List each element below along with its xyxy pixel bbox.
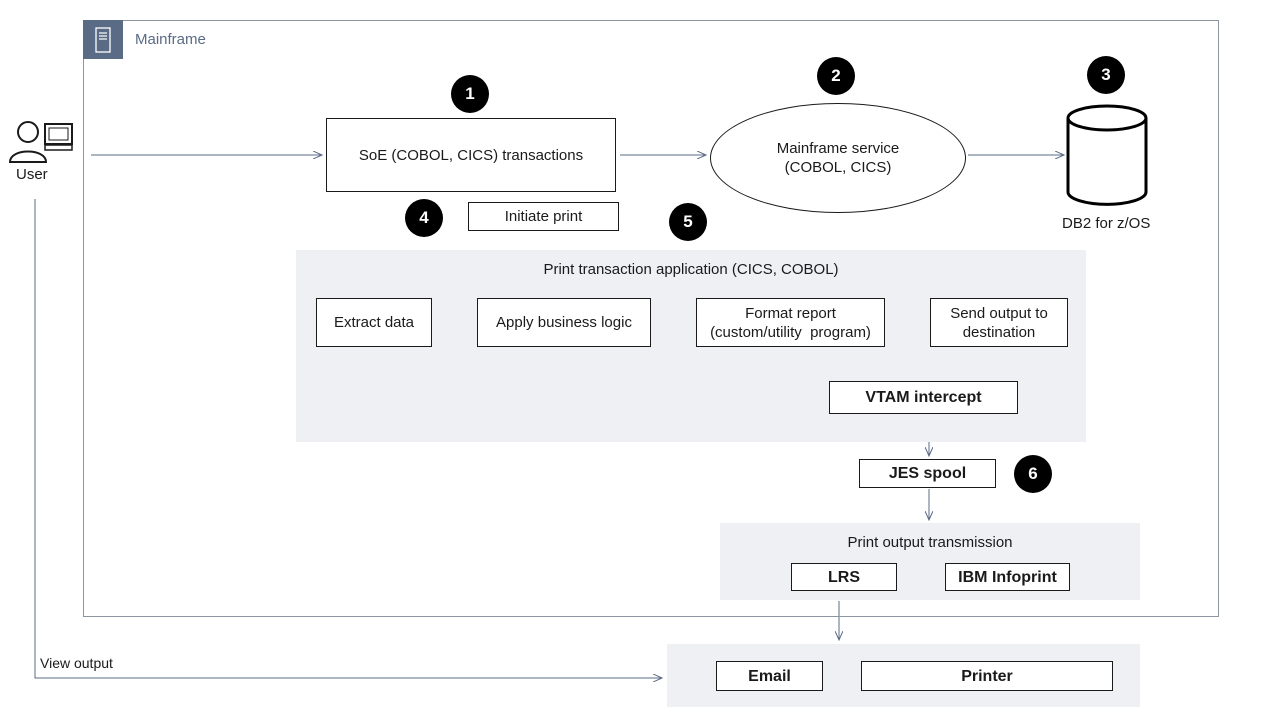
format-report-box: Format report (custom/utility program) bbox=[696, 298, 885, 347]
step-badge-5: 5 bbox=[669, 203, 707, 241]
step-badge-6: 6 bbox=[1014, 455, 1052, 493]
step-badge-2: 2 bbox=[817, 57, 855, 95]
db2-label: DB2 for z/OS bbox=[1062, 215, 1151, 232]
format-report-line1: Format report bbox=[745, 304, 836, 322]
mainframe-frame bbox=[83, 20, 1219, 617]
transmission-panel: Print output transmission bbox=[720, 523, 1140, 600]
user-label: User bbox=[16, 166, 48, 183]
step-badge-3: 3 bbox=[1087, 56, 1125, 94]
view-output-label: View output bbox=[40, 655, 113, 671]
lrs-box: LRS bbox=[791, 563, 897, 591]
database-icon bbox=[1066, 104, 1148, 206]
business-logic-box: Apply business logic bbox=[477, 298, 651, 347]
vtam-intercept-box: VTAM intercept bbox=[829, 381, 1018, 414]
ibm-infoprint-box: IBM Infoprint bbox=[945, 563, 1070, 591]
mainframe-label: Mainframe bbox=[135, 31, 206, 48]
transmission-title: Print output transmission bbox=[847, 534, 1013, 551]
email-box: Email bbox=[716, 661, 823, 691]
mainframe-service-line1: Mainframe service bbox=[776, 140, 900, 157]
step-badge-1: 1 bbox=[451, 75, 489, 113]
send-output-line2: destination bbox=[962, 323, 1036, 341]
mainframe-service-ellipse: Mainframe service (COBOL, CICS) bbox=[710, 103, 966, 213]
print-app-title: Print transaction application (CICS, COB… bbox=[543, 261, 839, 278]
step-badge-4: 4 bbox=[405, 199, 443, 237]
printer-box: Printer bbox=[861, 661, 1113, 691]
mainframe-service-line2: (COBOL, CICS) bbox=[784, 159, 892, 176]
mainframe-badge bbox=[83, 20, 123, 59]
format-report-line2: (custom/utility program) bbox=[710, 323, 871, 341]
send-output-line1: Send output to bbox=[950, 304, 1048, 322]
arrow-view-output bbox=[34, 199, 662, 678]
jes-spool-box: JES spool bbox=[859, 459, 996, 488]
initiate-print-box: Initiate print bbox=[468, 202, 619, 231]
extract-data-box: Extract data bbox=[316, 298, 432, 347]
server-icon bbox=[95, 26, 111, 53]
user-icon bbox=[8, 121, 73, 163]
send-output-box: Send output to destination bbox=[930, 298, 1068, 347]
soe-transactions-box: SoE (COBOL, CICS) transactions bbox=[326, 118, 616, 192]
